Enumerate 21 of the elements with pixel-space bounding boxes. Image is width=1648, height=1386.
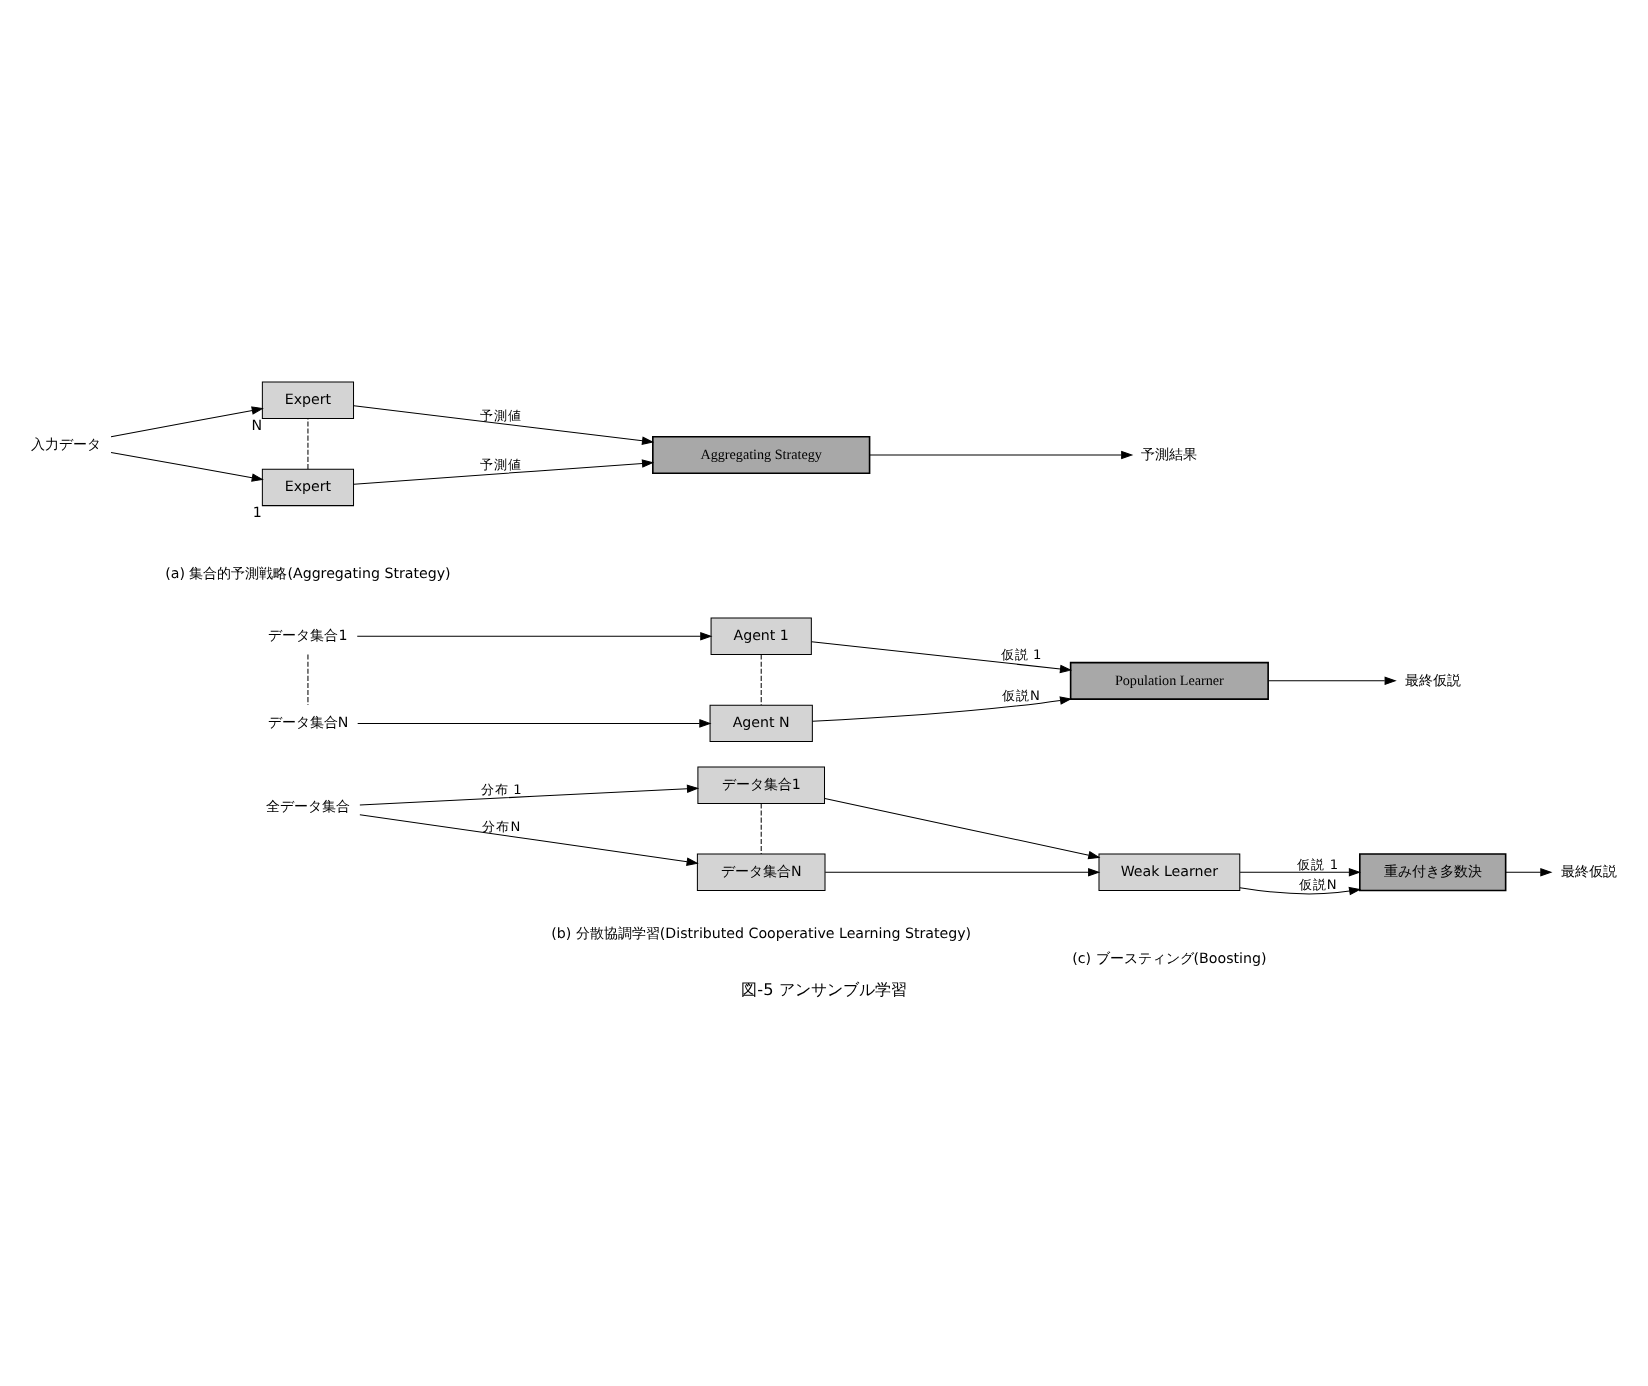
connector — [307, 418, 309, 470]
arrow — [359, 784, 700, 806]
arrow — [811, 696, 1073, 722]
arrow — [1239, 868, 1361, 877]
arrow — [356, 632, 713, 641]
arrow — [357, 719, 712, 728]
caption: 図-5 アンサンブル学習 — [741, 978, 907, 999]
arrow — [353, 459, 655, 485]
arrow — [824, 868, 1101, 877]
arrow — [110, 452, 264, 482]
arrow — [824, 798, 1101, 860]
connector — [760, 654, 762, 706]
arrow — [869, 450, 1134, 460]
connector — [760, 802, 762, 855]
arrow — [110, 406, 264, 438]
arrow — [1505, 868, 1553, 877]
arrow — [1267, 676, 1397, 686]
arrow — [811, 641, 1073, 674]
arrow — [353, 405, 655, 445]
arrow — [359, 814, 699, 866]
arrow — [1239, 886, 1362, 896]
